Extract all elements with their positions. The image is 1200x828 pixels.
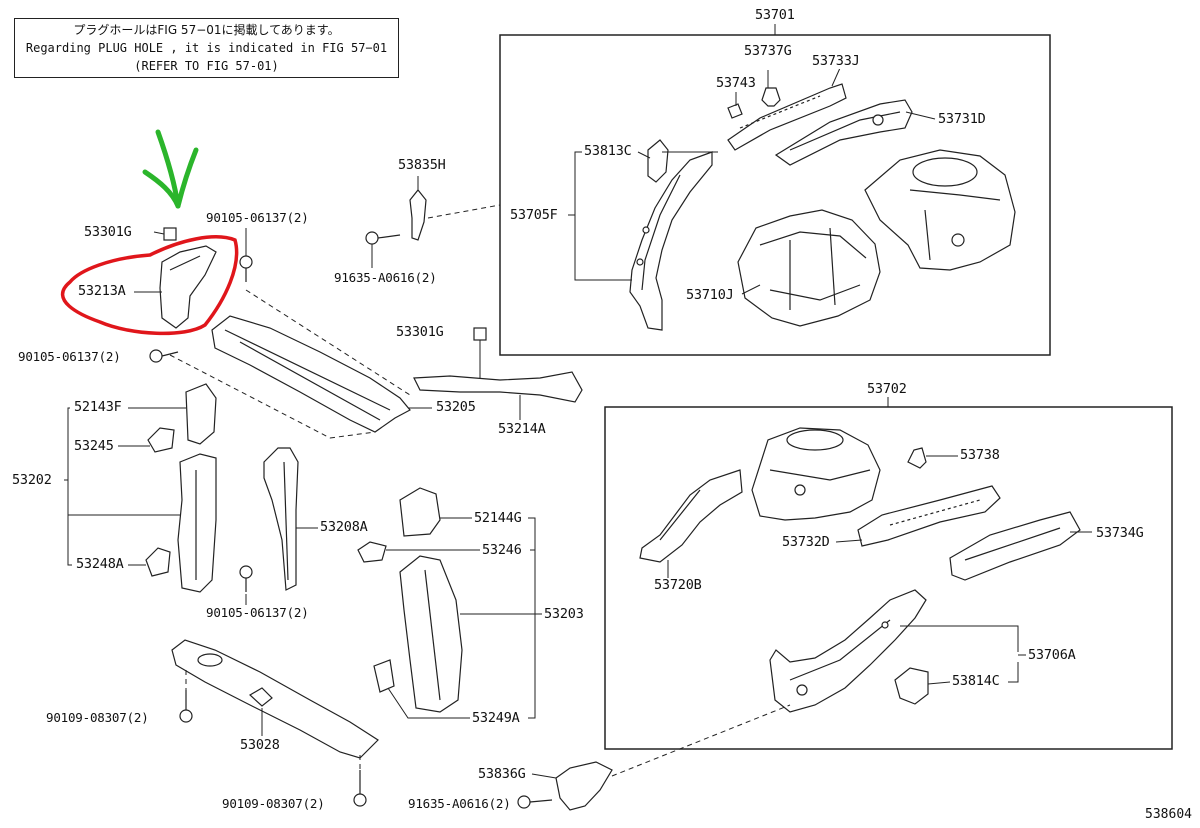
label-group-53702: 53702 [867, 381, 907, 397]
label-53028: 53028 [240, 737, 280, 753]
label-53214A: 53214A [498, 421, 546, 437]
label-53743: 53743 [716, 75, 756, 91]
label-90105-06137-center: 90105-06137(2) [206, 605, 309, 620]
part-53205 [211, 315, 411, 433]
label-53246: 53246 [482, 542, 522, 558]
label-53732D: 53732D [782, 534, 830, 550]
label-90105-06137-top: 90105-06137(2) [206, 210, 309, 225]
part-53706A [769, 589, 927, 713]
part-53732D [857, 485, 1001, 547]
part-53813C [647, 139, 669, 183]
label-53705F: 53705F [510, 207, 558, 223]
label-53733J: 53733J [812, 53, 860, 69]
part-53301G-b [473, 327, 487, 341]
part-53738 [907, 447, 927, 469]
part-53246 [357, 541, 387, 563]
reference-note-box: プラグホールはFIG 57−01に掲載してあります。 Regarding PLU… [14, 18, 399, 78]
label-90105-06137-left: 90105-06137(2) [18, 349, 121, 364]
label-53738: 53738 [960, 447, 1000, 463]
bolt-90105-c [239, 565, 253, 592]
label-53249A: 53249A [472, 710, 520, 726]
part-53814C [894, 667, 929, 705]
bolt-91635-a [365, 231, 401, 245]
label-53248A: 53248A [76, 556, 124, 572]
label-53706A: 53706A [1028, 647, 1076, 663]
part-53836G [555, 761, 613, 811]
label-90109-08307-left: 90109-08307(2) [46, 710, 149, 725]
label-52143F: 52143F [74, 399, 122, 415]
note-line-japanese: プラグホールはFIG 57−01に掲載してあります。 [73, 23, 340, 37]
label-53208A: 53208A [320, 519, 368, 535]
bolt-90105-a [239, 255, 253, 282]
label-91635-A0616-top: 91635-A0616(2) [334, 270, 437, 285]
label-53245: 53245 [74, 438, 114, 454]
part-53733J [727, 83, 847, 151]
note-line-refer: (REFER TO FIG 57-01) [134, 59, 279, 73]
figure-id: 538604 [1145, 807, 1192, 822]
label-53814C: 53814C [952, 673, 1000, 689]
part-53743 [727, 103, 743, 119]
part-53214A [413, 371, 583, 403]
label-53301G-center: 53301G [396, 324, 444, 340]
label-53813C: 53813C [584, 143, 632, 159]
part-53737G [761, 87, 781, 107]
label-53734G: 53734G [1096, 525, 1144, 541]
label-53836G: 53836G [478, 766, 526, 782]
label-53213A: 53213A [78, 283, 126, 299]
label-53203: 53203 [544, 606, 584, 622]
bolt-91635-b [517, 795, 553, 809]
part-53301G-a [163, 227, 177, 241]
label-53737G: 53737G [744, 43, 792, 59]
label-91635-A0616-bottom: 91635-A0616(2) [408, 796, 511, 811]
bolt-90109-a [179, 690, 193, 723]
part-53203 [399, 555, 463, 713]
part-53835H [409, 189, 427, 241]
part-53705F [629, 151, 713, 331]
label-53720B: 53720B [654, 577, 702, 593]
part-53249A [373, 659, 395, 693]
part-53720B [639, 469, 743, 563]
part-53208A [263, 447, 299, 591]
part-53248A [145, 547, 171, 577]
part-53731D [774, 99, 913, 166]
red-highlight-circle [61, 235, 239, 336]
part-52143F [185, 383, 217, 445]
note-line-english: Regarding PLUG HOLE , it is indicated in… [25, 41, 388, 55]
green-check-mark [142, 129, 199, 209]
label-90109-08307-bottom: 90109-08307(2) [222, 796, 325, 811]
label-52144G: 52144G [474, 510, 522, 526]
label-53205: 53205 [436, 399, 476, 415]
part-inner-wheelhouse [864, 149, 1016, 271]
label-53202: 53202 [12, 472, 52, 488]
part-53702-wheelhouse [751, 427, 881, 521]
part-53710J [737, 209, 881, 327]
label-53731D: 53731D [938, 111, 986, 127]
bolt-90109-b [353, 770, 367, 807]
label-53710J: 53710J [686, 287, 734, 303]
label-group-53701: 53701 [755, 7, 795, 23]
label-53835H: 53835H [398, 157, 446, 173]
part-53202 [177, 453, 217, 593]
bolt-90105-b [149, 349, 179, 363]
part-52144G [399, 487, 441, 537]
part-53028 [171, 639, 379, 759]
label-53301G-left: 53301G [84, 224, 132, 240]
part-53213A [159, 245, 217, 329]
part-53245 [147, 427, 175, 453]
part-53734G [949, 511, 1081, 581]
